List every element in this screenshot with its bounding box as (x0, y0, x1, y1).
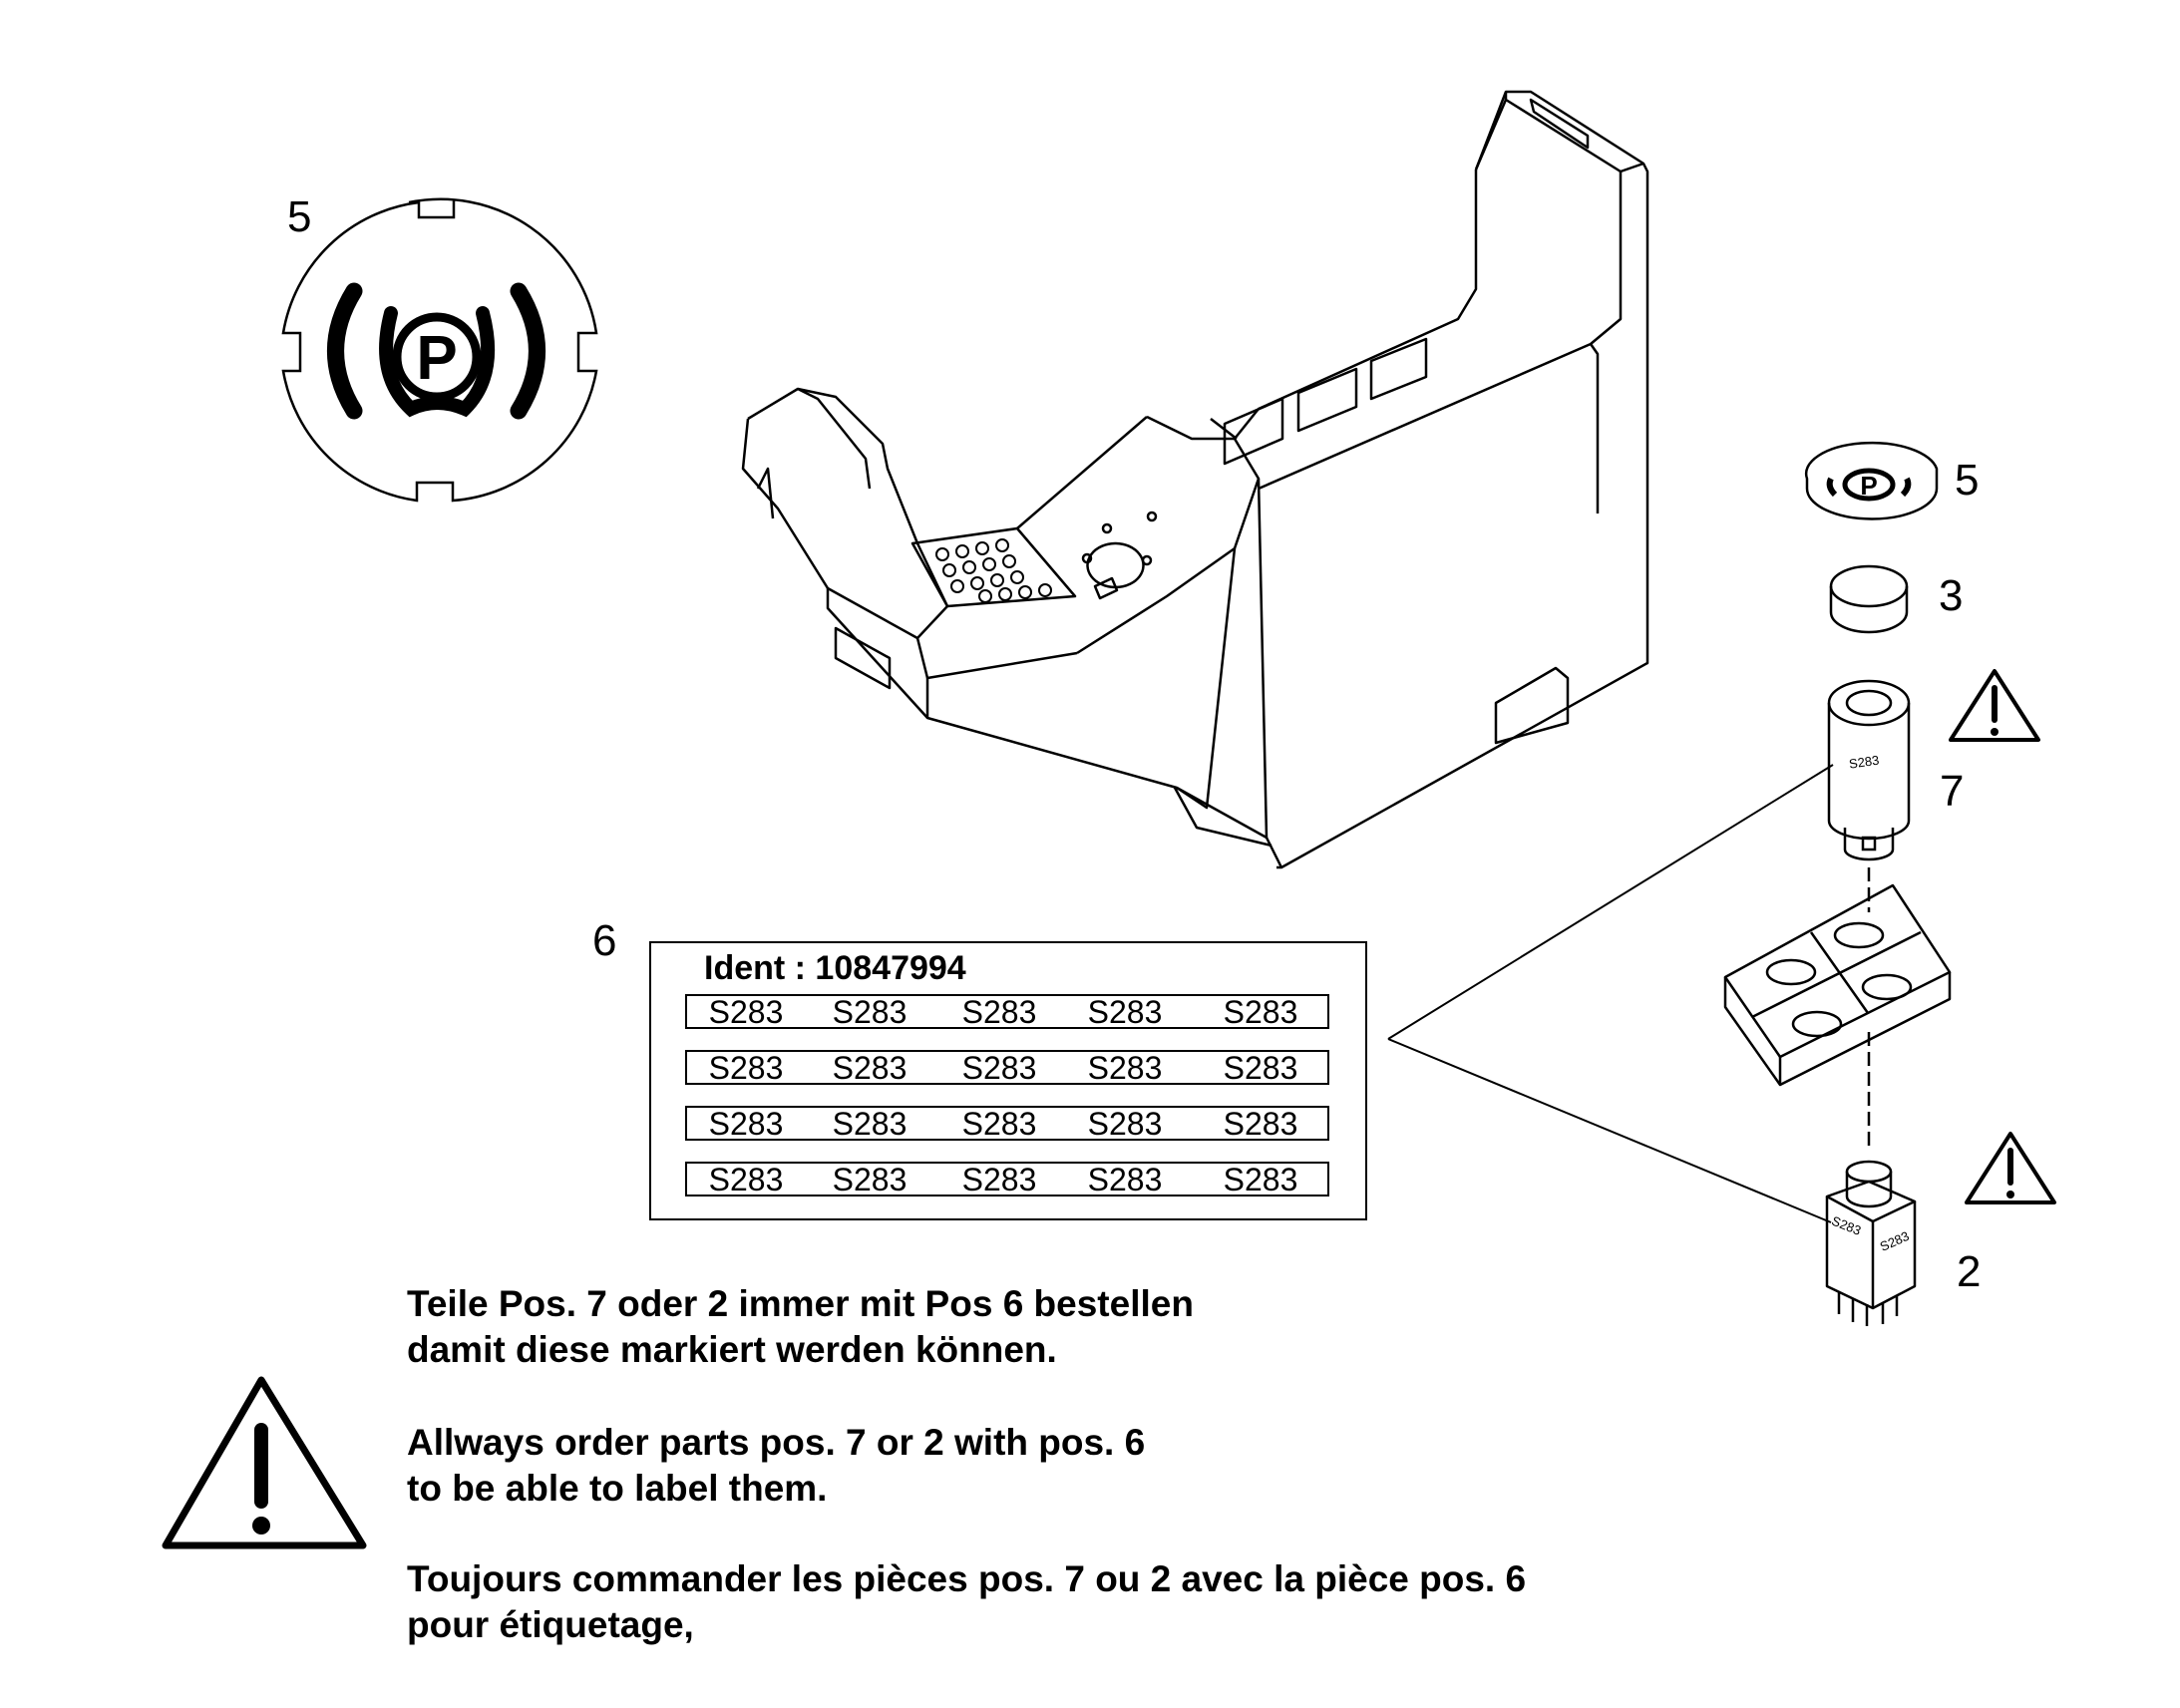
label-code: S283 (833, 994, 908, 1030)
callout-cap: 3 (1939, 571, 1963, 620)
switch-round (1827, 679, 1911, 912)
label-code: S283 (833, 1106, 908, 1142)
label-code: S283 (1224, 994, 1298, 1030)
label-code: S283 (1224, 1162, 1298, 1197)
label-code: S283 (962, 1106, 1037, 1142)
switch-round-label: S283 (1848, 753, 1880, 772)
leader-lines (1387, 764, 1834, 1223)
warning-triangle-icon (1949, 669, 2040, 742)
callout-label-sheet: 6 (592, 916, 616, 965)
label-code: S283 (1088, 1106, 1163, 1142)
svg-text:P: P (416, 324, 457, 393)
switch-square-side-label: S283 (1878, 1228, 1912, 1254)
parking-brake-icon-detail: P (281, 197, 598, 503)
svg-text:P: P (1860, 471, 1877, 501)
label-code: S283 (962, 994, 1037, 1030)
warning-triangle-icon (1965, 1132, 2056, 1204)
note-english-line-2: to be able to label them. (407, 1468, 828, 1509)
switch-square (1825, 1160, 1917, 1326)
warning-triangle-icon (162, 1376, 367, 1549)
callout-switch-round: 7 (1940, 767, 1964, 816)
note-french: Toujours commander les pièces pos. 7 ou … (407, 1556, 1526, 1648)
blank-cap (1829, 564, 1909, 634)
label-code: S283 (833, 1050, 908, 1086)
note-english-line-1: Allways order parts pos. 7 or 2 with pos… (407, 1422, 1146, 1463)
callout-symbol-detail: 5 (287, 192, 311, 241)
label-code: S283 (962, 1050, 1037, 1086)
parking-brake-symbol-cap: P (1804, 441, 1939, 520)
label-code: S283 (1224, 1106, 1298, 1142)
note-german-line-2: damit diese markiert werden können. (407, 1329, 1057, 1370)
mounting-bracket (1723, 883, 1952, 1147)
note-german-line-1: Teile Pos. 7 oder 2 immer mit Pos 6 best… (407, 1283, 1194, 1324)
label-code: S283 (709, 1106, 784, 1142)
callout-switch-square: 2 (1957, 1247, 1981, 1296)
label-code: S283 (1224, 1050, 1298, 1086)
label-code: S283 (709, 1050, 784, 1086)
label-code: S283 (709, 994, 784, 1030)
center-console (741, 90, 1649, 869)
note-french-line-2: pour étiquetage, (407, 1604, 694, 1645)
label-code: S283 (1088, 1050, 1163, 1086)
label-code: S283 (709, 1162, 784, 1197)
label-code: S283 (1088, 1162, 1163, 1197)
label-code: S283 (962, 1162, 1037, 1197)
note-german: Teile Pos. 7 oder 2 immer mit Pos 6 best… (407, 1281, 1194, 1373)
note-french-line-1: Toujours commander les pièces pos. 7 ou … (407, 1558, 1527, 1599)
note-english: Allways order parts pos. 7 or 2 with pos… (407, 1420, 1145, 1512)
switch-square-front-label: S283 (1830, 1213, 1864, 1238)
label-code: S283 (1088, 994, 1163, 1030)
label-code: S283 (833, 1162, 908, 1197)
callout-symbol-cap: 5 (1955, 456, 1979, 505)
ident-number: Ident : 10847994 (704, 949, 966, 987)
